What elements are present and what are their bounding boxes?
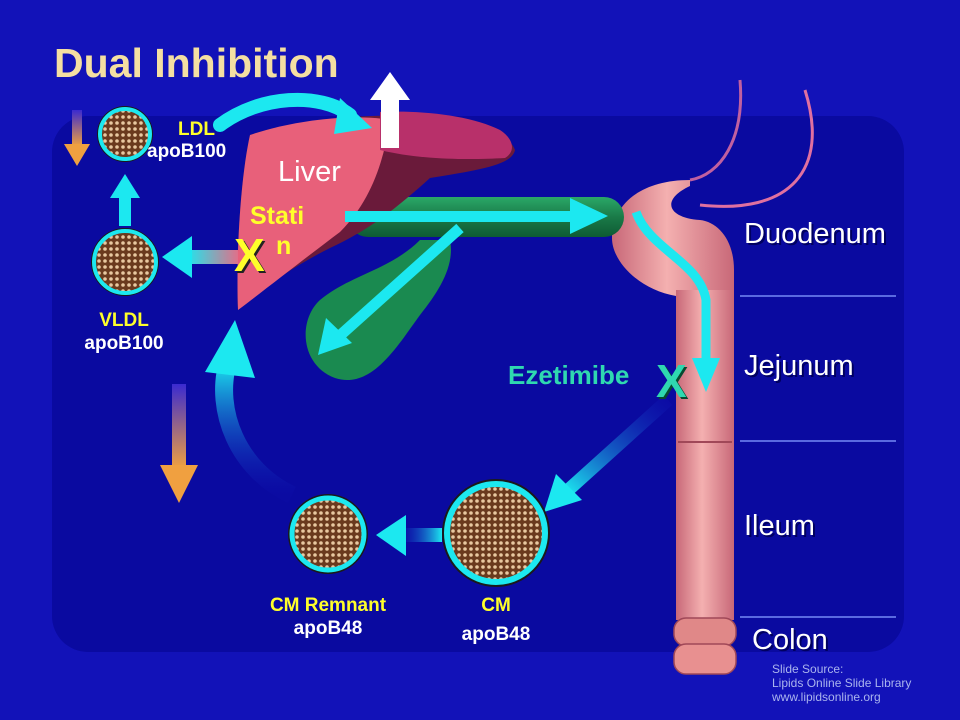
bile-flow-arrowhead — [570, 198, 608, 234]
bile-flow-arrow-shaft — [345, 211, 575, 222]
ldl-decrease-arrow-shaft — [72, 110, 82, 146]
cm-particle — [442, 479, 550, 587]
cm-to-remnant-arrow-shaft — [396, 528, 442, 542]
gallbladder-arrowhead — [318, 318, 352, 355]
gallbladder-arrow-shaft — [331, 223, 464, 345]
ldl-apo-label: apoB100 — [147, 141, 227, 162]
cm-apo-label: apoB48 — [461, 624, 531, 645]
slide-title: Dual Inhibition — [54, 40, 339, 86]
ldl-to-liver-arrowhead — [334, 98, 372, 134]
vldl-label: VLDL — [99, 310, 149, 331]
source-line-3: www.lipidsonline.org — [772, 690, 881, 704]
liver-to-vldl-arrow-shaft — [186, 250, 238, 264]
vldl-to-ldl-arrow-shaft — [119, 196, 131, 226]
source-line-1: Slide Source: — [772, 662, 844, 676]
ileum-label: Ileum — [744, 510, 815, 542]
vldl-particle — [91, 228, 159, 296]
ldl-label: LDL — [178, 119, 215, 140]
vldl-decrease-arrowhead — [160, 465, 198, 503]
cm-remnant-label: CM Remnant — [269, 595, 387, 616]
vldl-to-ldl-arrowhead — [110, 174, 140, 198]
intestinal-flow-arrow — [631, 210, 711, 360]
statin-inhibition-x: X — [234, 229, 265, 281]
colon-label: Colon — [752, 624, 828, 656]
remnant-to-liver-arc — [215, 359, 297, 504]
liver-to-vldl-arrowhead — [162, 236, 192, 278]
statin-label-line2: n — [276, 232, 292, 260]
vldl-decrease-arrow-shaft — [172, 384, 186, 468]
source-line-2: Lipids Online Slide Library — [772, 676, 912, 690]
statin-label-line1: Stati — [250, 202, 305, 230]
cm-to-remnant-arrowhead — [376, 515, 406, 556]
liver-label: Liver — [278, 156, 341, 188]
absorption-arrowhead — [544, 474, 582, 512]
absorption-arrow-shaft — [561, 395, 673, 497]
vldl-apo-label: apoB100 — [84, 333, 164, 354]
stomach-outline — [699, 89, 814, 208]
intestinal-flow-arrowhead — [692, 358, 720, 392]
ldl-particle — [97, 106, 153, 162]
duodenum-label: Duodenum — [744, 218, 886, 250]
remnant-to-liver-arrowhead — [205, 320, 255, 378]
ezetimibe-inhibition-x: X — [656, 355, 687, 407]
cm-remnant-particle — [288, 494, 368, 574]
cm-label: CM — [481, 595, 511, 616]
up-arrow — [370, 72, 410, 148]
cm-remnant-apo-label: apoB48 — [293, 618, 363, 639]
jejunum-label: Jejunum — [744, 350, 854, 382]
ezetimibe-label: Ezetimibe — [508, 360, 630, 390]
ldl-decrease-arrowhead — [64, 144, 90, 166]
stomach-outline — [689, 79, 743, 182]
